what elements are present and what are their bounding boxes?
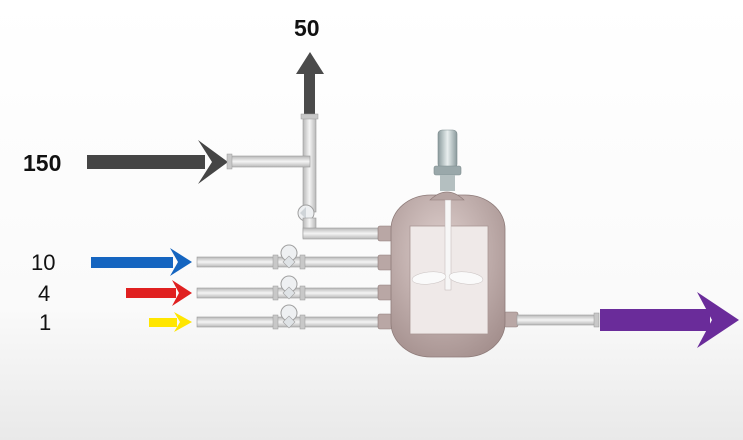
feed-arrow-red [126,280,192,306]
vent-return-pipe [302,217,384,240]
agitator-motor-icon [429,129,465,201]
valve-icon-blue [280,244,298,269]
steam-pipe [226,153,311,170]
yellow-flow-label: 1 [39,310,52,335]
outlet-pipe [516,312,600,328]
product-arrow [600,292,739,348]
feed-arrow-yellow [149,312,192,332]
valve-icon-red [280,275,298,300]
vessel-nozzles [377,225,519,330]
valve-icon-yellow [280,304,298,329]
red-flow-label: 4 [38,281,51,306]
feed-arrow-blue [91,248,192,276]
steam-arrow [87,140,228,184]
exhaust-flow-label: 50 [294,15,320,41]
exhaust-arrow [296,52,324,117]
impeller-blade-icon [411,271,484,285]
agitator-shaft [444,199,452,291]
steam-flow-label: 150 [23,150,62,176]
blue-flow-label: 10 [31,250,56,275]
